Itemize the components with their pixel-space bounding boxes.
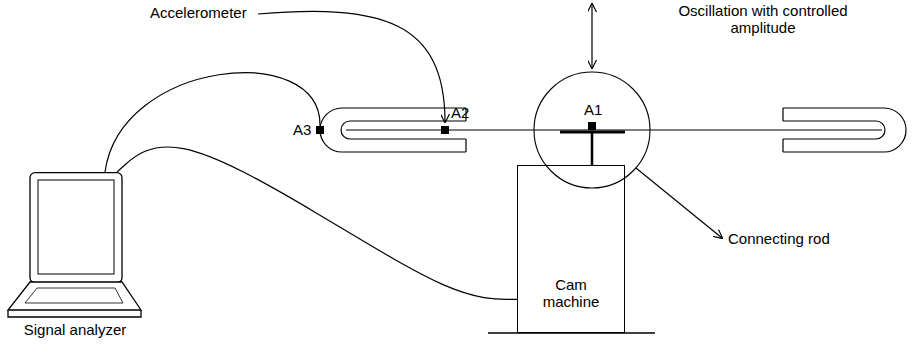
accelerometer-a3 [316, 126, 324, 134]
u-end-left [320, 108, 466, 152]
sensor-cable [105, 73, 320, 172]
node-label: Cam machine [536, 276, 606, 311]
connecting-stem [591, 132, 594, 165]
detail-circle [534, 72, 650, 188]
signal-cable [117, 147, 517, 299]
signal-analyzer: Signal analyzer [5, 172, 145, 340]
leader-line [636, 168, 722, 238]
oscillation-arrow [591, 4, 592, 68]
part-label: Accelerometer [150, 4, 247, 21]
sensor-id: A2 [451, 104, 469, 121]
leader-line [258, 11, 445, 122]
beam [346, 129, 882, 130]
accelerometer-a2 [441, 126, 449, 134]
part-label: Oscillation with controlled amplitude [668, 2, 858, 37]
node-label: Signal analyzer [24, 321, 127, 338]
sensor-id: A3 [293, 121, 311, 138]
u-end-right [783, 108, 906, 152]
part-label: Connecting rod [728, 230, 830, 247]
sensor-id: A1 [584, 101, 602, 118]
accelerometer-a1 [588, 122, 596, 130]
machine-box: Cam machine [517, 165, 625, 333]
laptop-icon [5, 172, 145, 340]
